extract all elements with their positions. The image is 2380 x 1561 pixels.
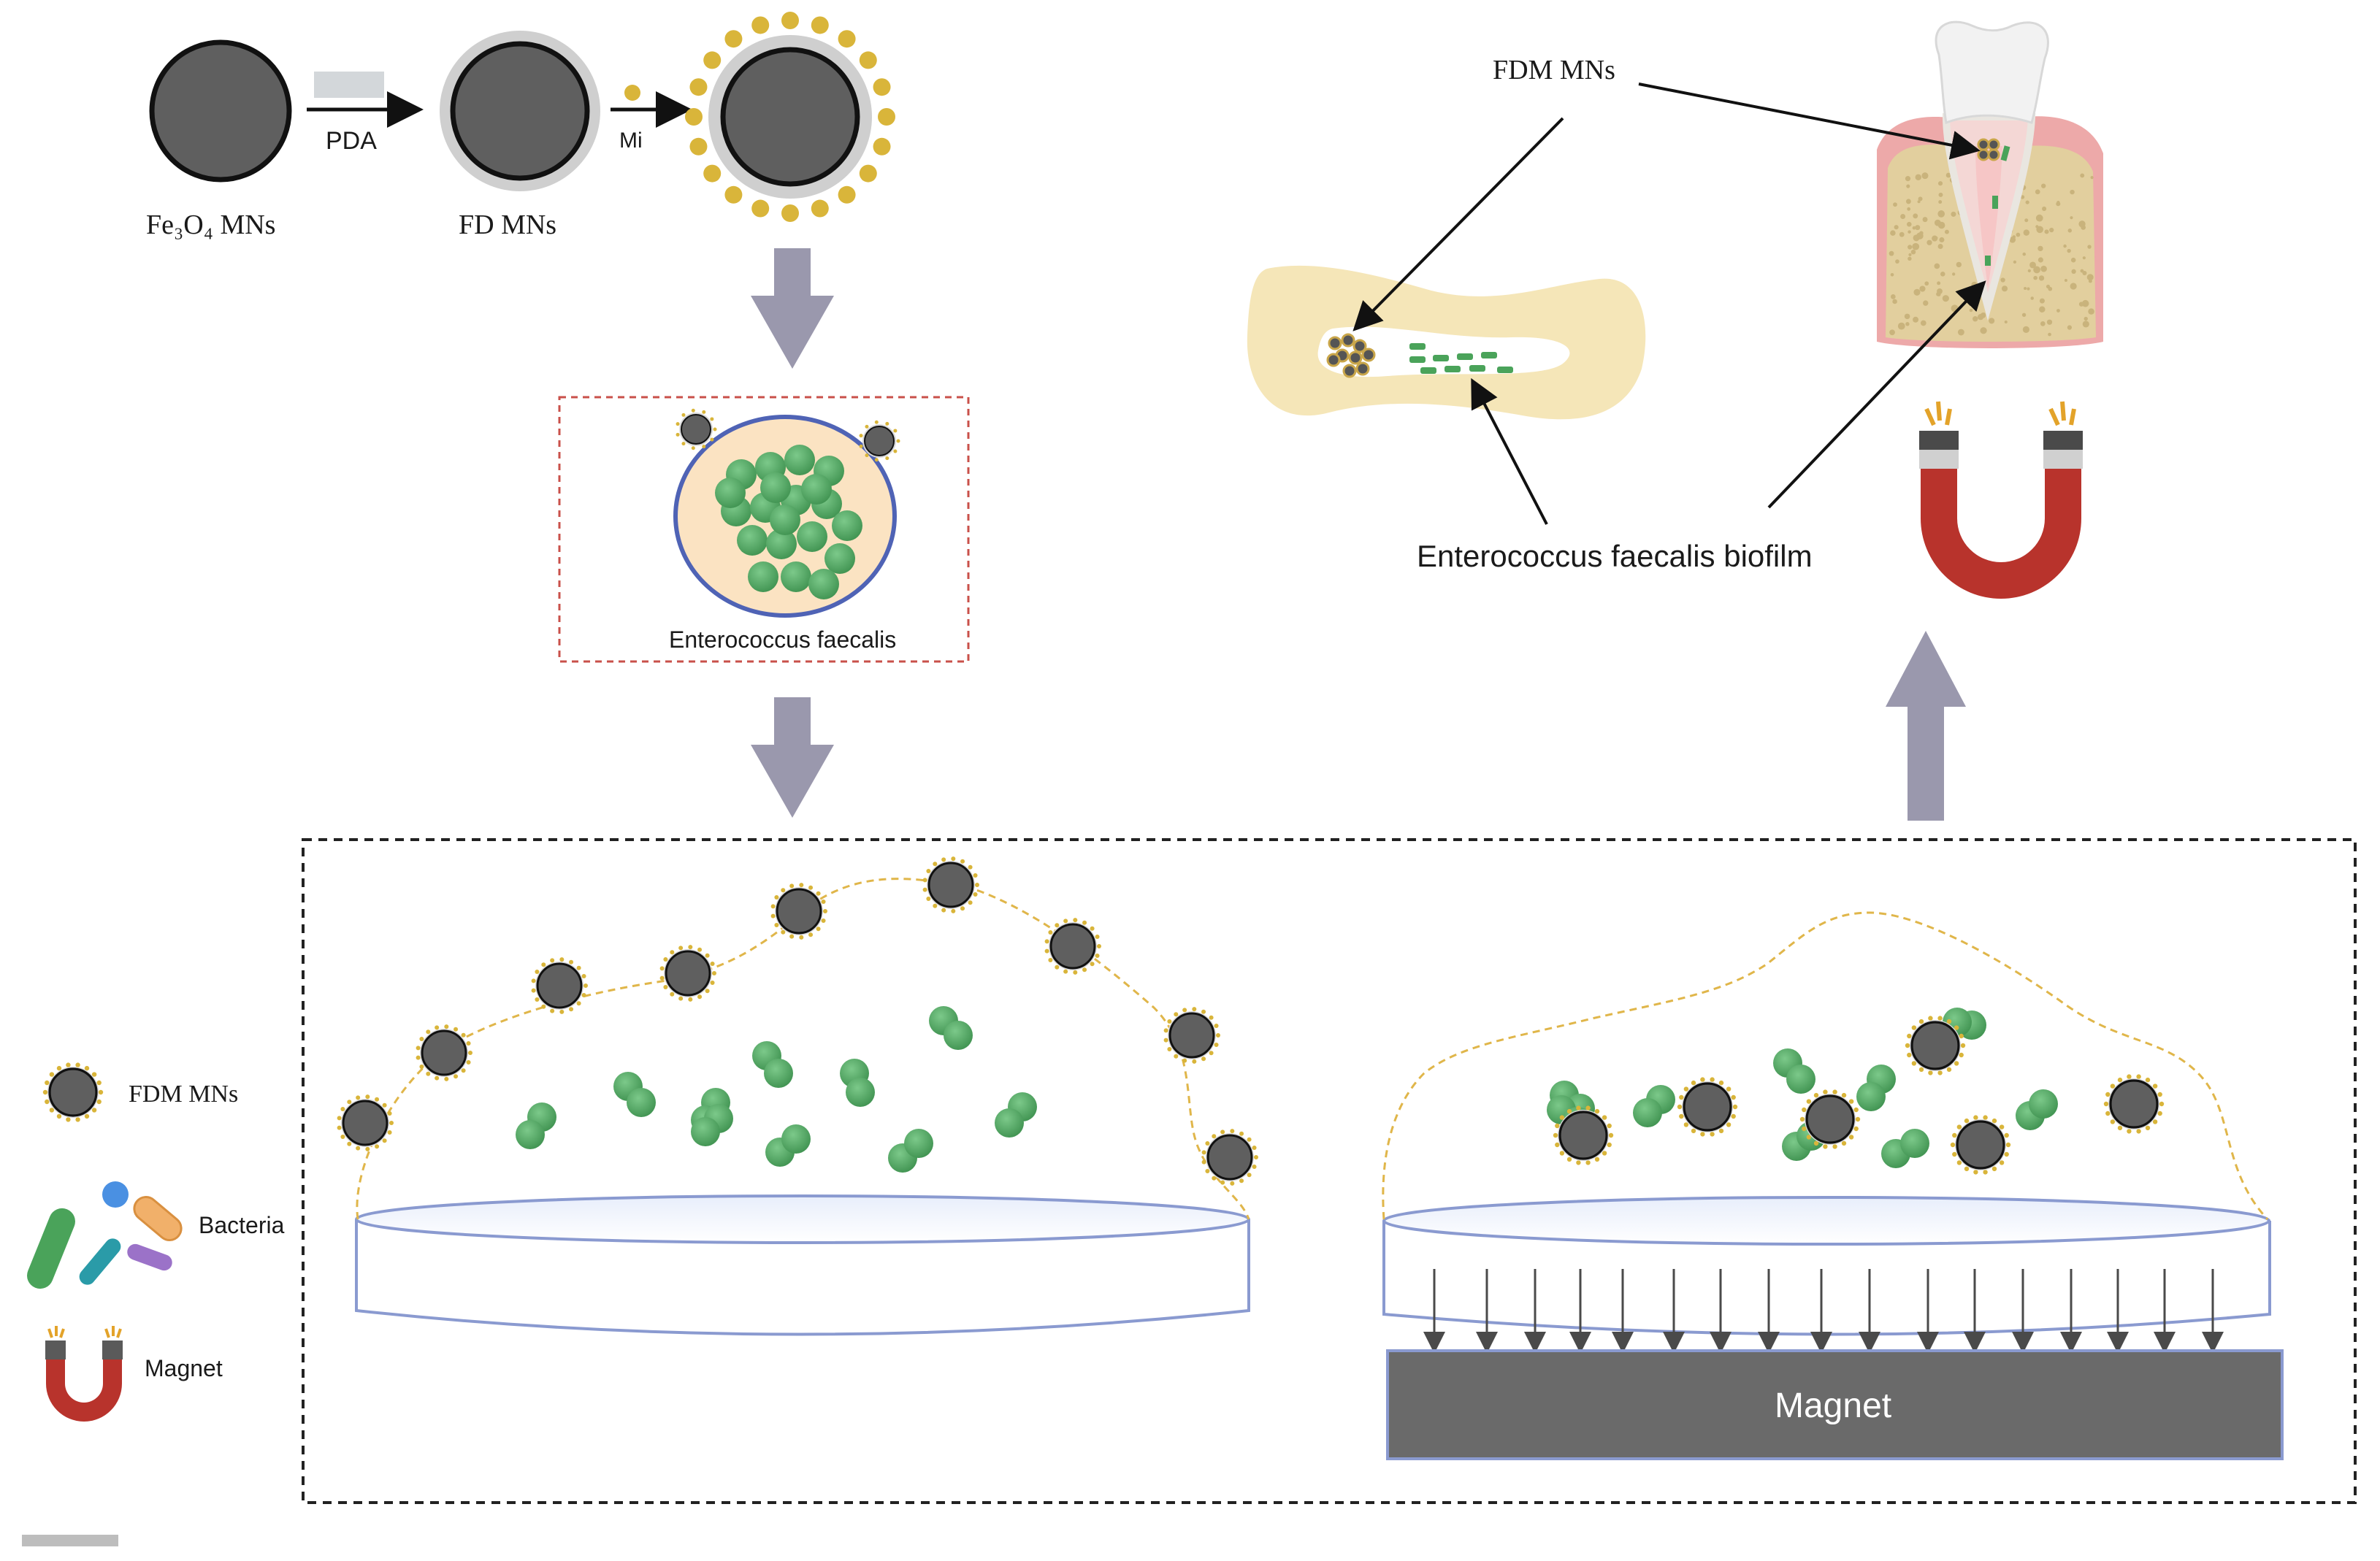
fdm-particle [2103, 1074, 2165, 1134]
magnetic-field-arrows [1423, 1269, 2224, 1354]
magnet-icon [1919, 401, 2083, 599]
bacteria-icon [27, 1181, 183, 1289]
bacterium-cell [770, 505, 800, 535]
fdm-particle [1163, 1007, 1220, 1064]
fdm-particles-left [337, 856, 1258, 1186]
mi-dot-icon [624, 85, 640, 101]
bacterium-cell [824, 543, 855, 574]
fdm-particle [1677, 1077, 1738, 1137]
bacterium-cell [904, 1129, 933, 1158]
bacterium-cell [781, 1124, 811, 1154]
bacterium-cell [627, 1088, 656, 1117]
tooth-illustration [1877, 20, 2103, 349]
process-arrow-up [1886, 631, 1966, 821]
bacterium-cell [1786, 1065, 1815, 1094]
process-arrow-down-2 [751, 697, 834, 818]
bacterium-cell [995, 1108, 1024, 1138]
bacterium-cell [944, 1021, 973, 1050]
scale-bar [22, 1535, 118, 1546]
petri-dish-right [1382, 1196, 2271, 1336]
bacterium-cell [1900, 1129, 1929, 1158]
legend-fdm-particle-icon [42, 1062, 104, 1122]
colony-cells [715, 445, 862, 599]
process-arrow-down-1 [751, 248, 834, 369]
fdm-particle [1799, 1089, 1861, 1149]
bacterium-cell [748, 561, 778, 592]
bacterium-cell [846, 1078, 875, 1107]
bacterium-cell [832, 510, 862, 541]
arrow-fdm-to-canal [1352, 117, 1564, 331]
fdm-particle [659, 945, 716, 1002]
fe3o4-particle [149, 39, 292, 183]
fdm-particle [42, 1062, 104, 1122]
fdm-particle [416, 1024, 472, 1081]
bacterium-cell [715, 477, 746, 508]
fd-particle [440, 31, 600, 191]
legend-magnet-icon [45, 1326, 123, 1422]
fdm-particle [337, 1094, 394, 1151]
bacterium-cell [691, 1117, 720, 1146]
bacterium-cell [516, 1120, 545, 1149]
bacteria-box-frame [558, 396, 970, 663]
bacterium-cell [1633, 1098, 1662, 1127]
fdm-particle-large [685, 12, 895, 222]
canal-bacteria [1409, 343, 1513, 374]
canal-fdm-cluster [1326, 333, 1376, 378]
fdm-particle [859, 420, 900, 462]
magnet-block [1386, 1349, 2284, 1460]
arrow-biofilm-to-canal [1471, 377, 1548, 525]
bacterium-cell [766, 529, 797, 559]
fdm-particle [1201, 1129, 1258, 1186]
fdm-particle [770, 883, 827, 940]
fdm-particle [1553, 1105, 1614, 1165]
experiment-frame [302, 838, 2357, 1504]
biofilm-outline-left [356, 878, 1250, 1220]
fdm-particle [1044, 918, 1101, 975]
fdm-particle [922, 856, 979, 913]
bacterium-cell [1856, 1082, 1886, 1111]
bacterium-cell [781, 561, 811, 592]
box-fdm-particle-right [859, 420, 900, 462]
tooth-fdm-cluster [1977, 138, 2000, 161]
petri-dish-left [355, 1194, 1250, 1336]
bacterium-cell [784, 445, 815, 475]
bacterium-cell [808, 569, 839, 599]
arrow-biofilm-to-tooth [1767, 280, 1986, 509]
bacterium-cell [764, 1059, 793, 1088]
root-canal-lumen [1317, 326, 1570, 377]
box-fdm-particle-left [676, 408, 717, 450]
biofilm-bacteria-left [516, 1006, 1037, 1173]
bacterium-cell [737, 525, 768, 556]
bacterium-cell [2029, 1089, 2058, 1119]
fdm-particle [531, 957, 588, 1014]
bacterium-cell [760, 472, 791, 503]
bacterium-cell [797, 521, 827, 552]
arrow-fdm-to-tooth [1638, 83, 1981, 160]
fdm-particle [1905, 1016, 1966, 1075]
biofilm-outline-right [1382, 911, 2269, 1221]
fdm-particles-right [1553, 1016, 2165, 1175]
pda-reagent-icon [314, 72, 384, 98]
fdm-particle [1950, 1115, 2011, 1175]
bacterium-cell [801, 474, 832, 505]
fdm-particle [676, 408, 717, 450]
